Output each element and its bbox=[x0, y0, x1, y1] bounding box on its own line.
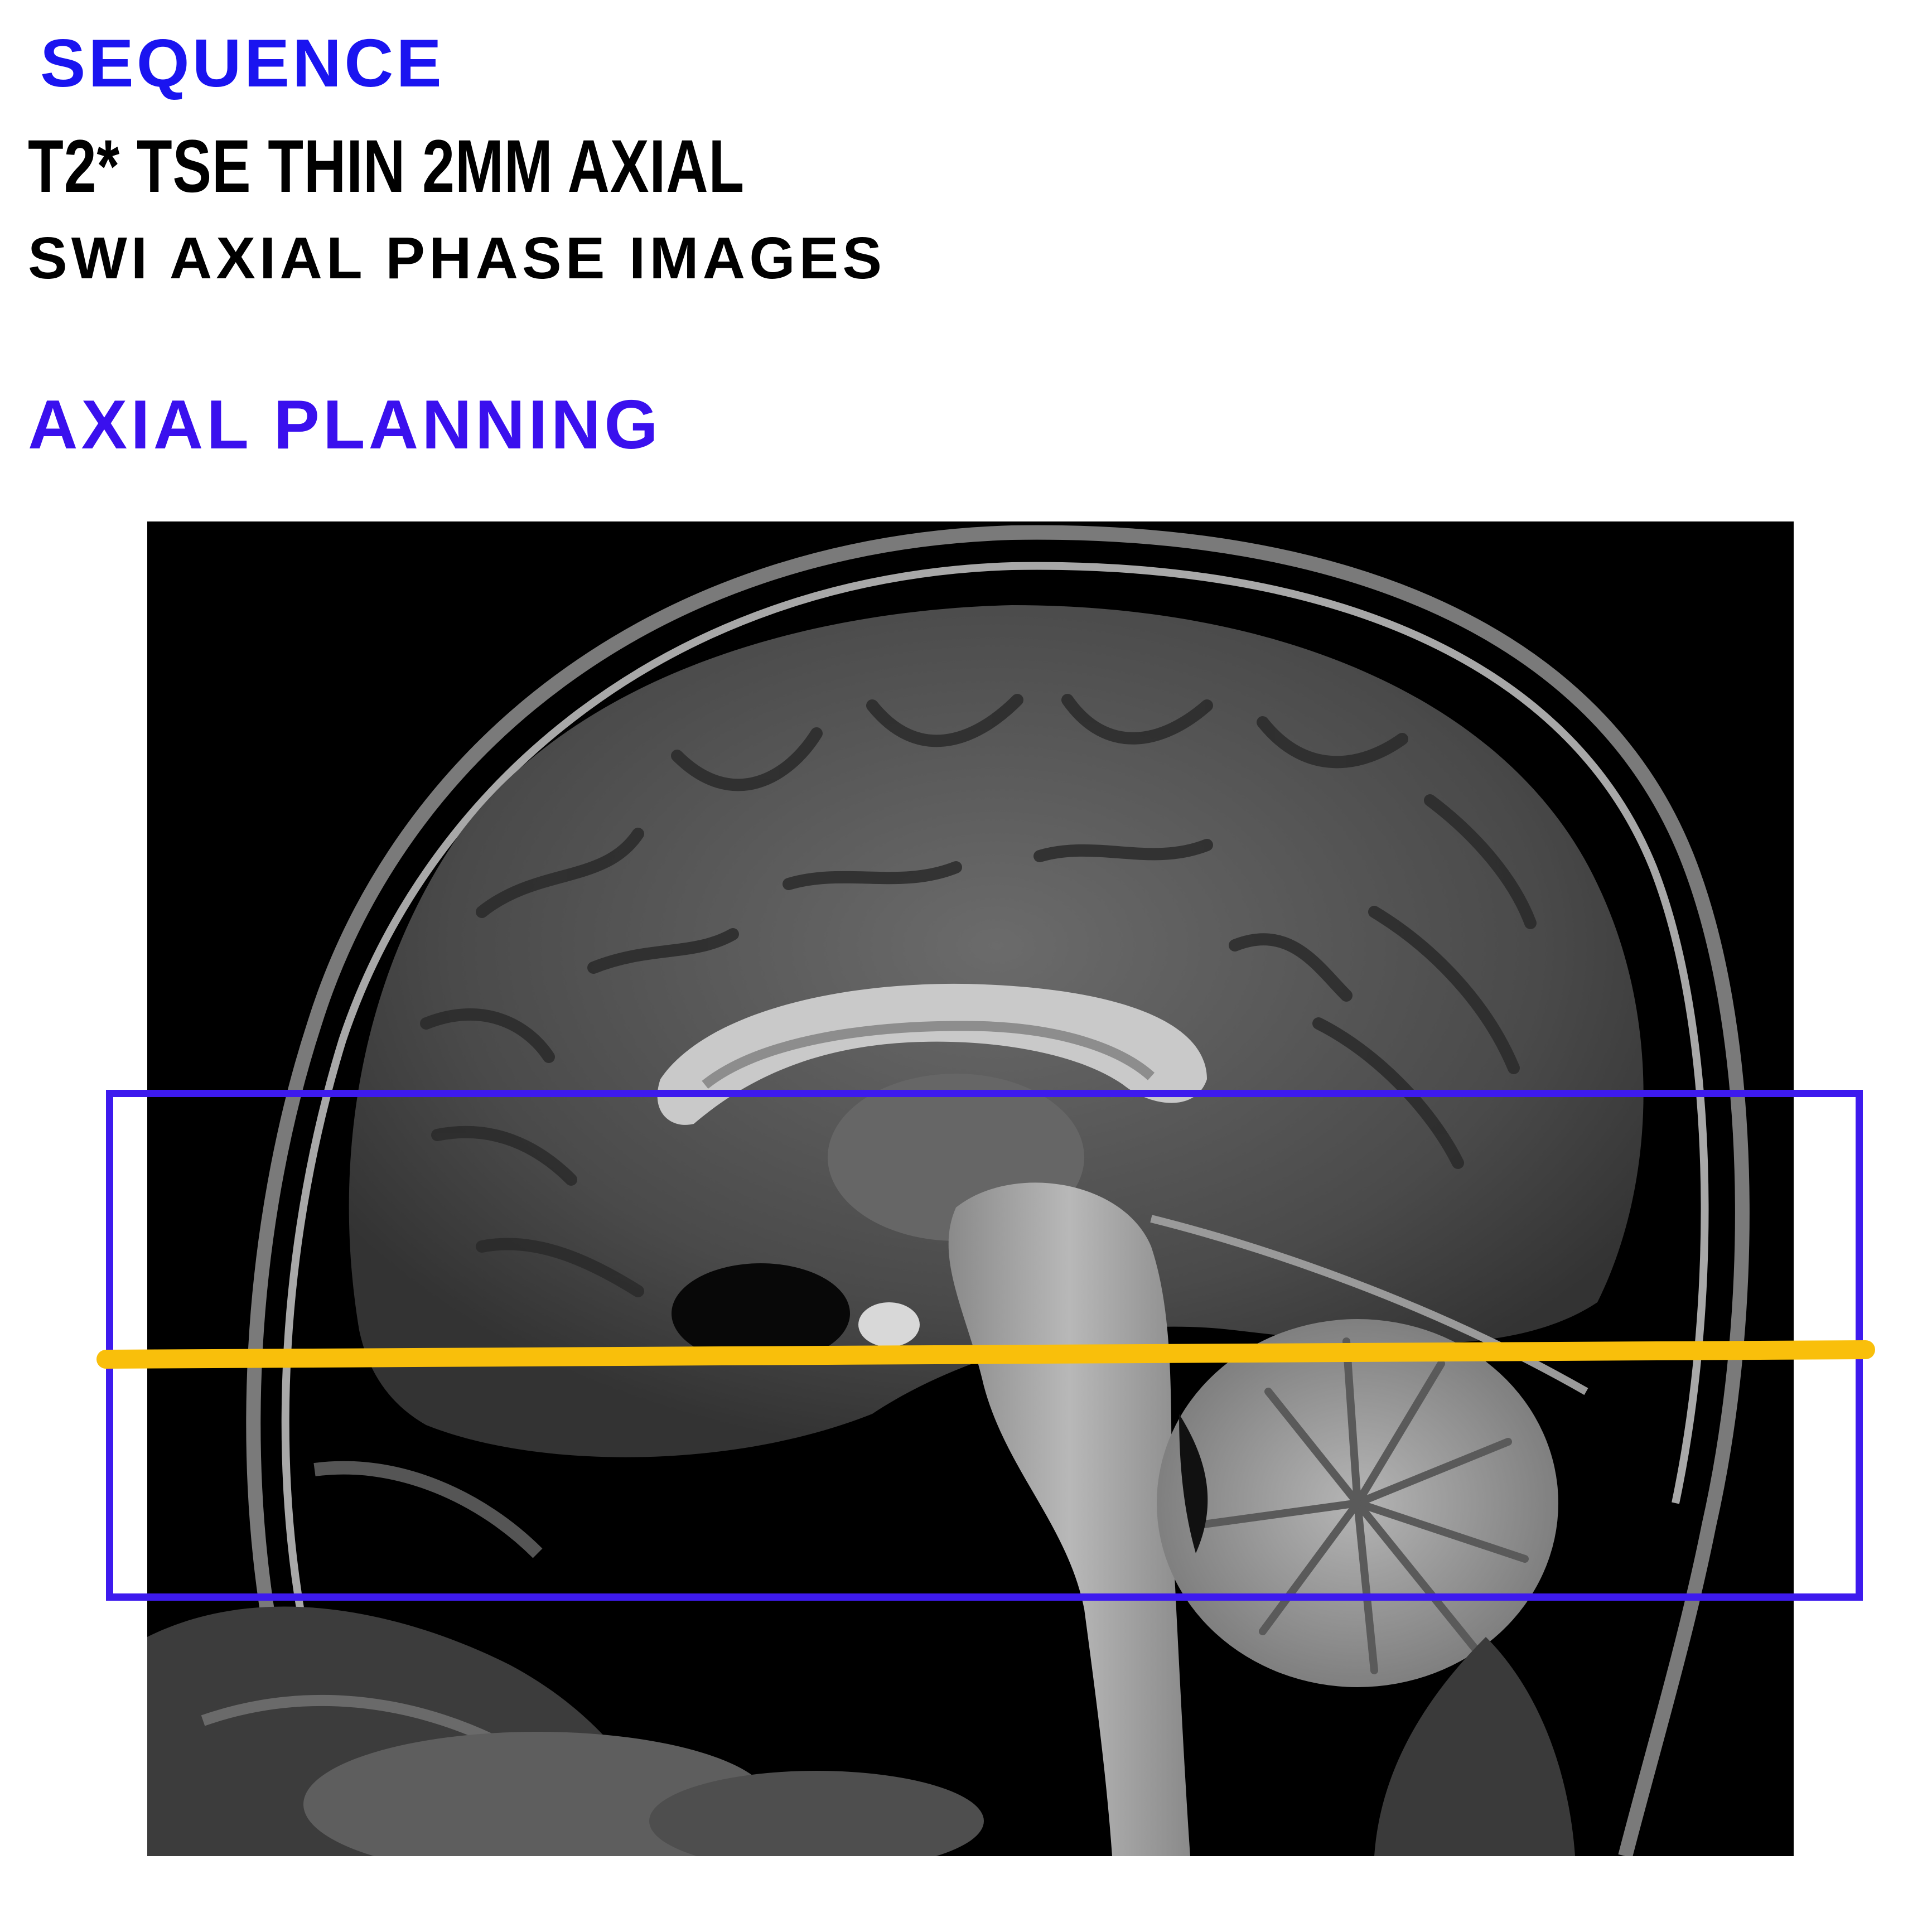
axial-planning-heading: AXIAL PLANNING bbox=[28, 387, 661, 463]
sequence-heading: SEQUENCE bbox=[40, 25, 445, 101]
axial-planning-box bbox=[106, 1090, 1863, 1601]
sequence-t2-tse: T2* TSE THIN 2MM AXIAL bbox=[28, 125, 745, 208]
sequence-swi: SWI AXIAL PHASE IMAGES bbox=[28, 225, 886, 291]
